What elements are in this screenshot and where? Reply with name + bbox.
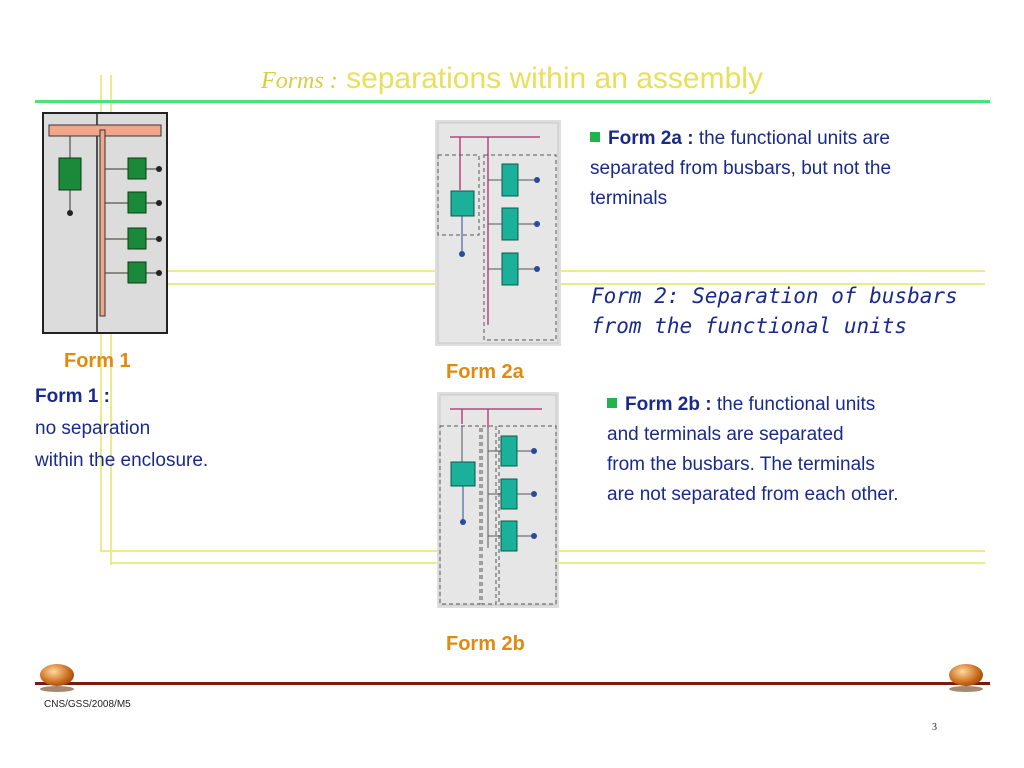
form2b-unit — [488, 435, 537, 467]
form1-diagram — [42, 112, 168, 334]
form2b-line: and terminals are separated — [607, 424, 844, 445]
orb-shadow — [949, 686, 983, 692]
form2b-description: Form 2b : the functional units and termi… — [607, 390, 899, 510]
form2a-unit — [488, 163, 540, 197]
form2a-description: Form 2a : the functional units are separ… — [590, 124, 891, 214]
form1-unit — [105, 191, 162, 214]
form2b-line: are not separated from each other. — [607, 484, 899, 505]
orb-icon — [949, 664, 983, 686]
form2b-diagram — [437, 392, 559, 608]
bullet-icon — [590, 132, 600, 142]
form2b-line: the functional units — [716, 394, 876, 415]
form1-line: no separation — [35, 418, 151, 439]
form1-unit — [105, 157, 162, 180]
form2b-unit — [488, 478, 537, 510]
form2a-label: Form 2a : — [608, 128, 694, 149]
form2a-diagram — [435, 120, 561, 346]
form1-caption: Form 1 — [64, 350, 131, 372]
form2-heading-line: from the functional units — [591, 314, 908, 338]
form2a-caption: Form 2a — [446, 361, 524, 383]
form2a-line: terminals — [590, 188, 668, 209]
form2-heading: Form 2: Separation of busbars from the f… — [591, 281, 958, 341]
form1-label: Form 1 : — [35, 386, 110, 407]
footer-rule — [35, 682, 990, 685]
form2a-unit — [488, 207, 540, 241]
page-number: 3 — [932, 722, 937, 733]
title-rule — [35, 100, 990, 103]
form2-heading-line: Form 2: Separation of busbars — [591, 284, 958, 308]
form1-unit — [105, 227, 162, 250]
title-prefix: Forms : — [261, 68, 338, 94]
footer-code: CNS/GSS/2008/M5 — [44, 699, 131, 710]
form2b-label: Form 2b : — [625, 394, 712, 415]
form1-unit — [105, 261, 162, 284]
bullet-icon — [607, 398, 617, 408]
form2b-line: from the busbars. The terminals — [607, 454, 875, 475]
form1-description: Form 1 : no separation within the enclos… — [35, 381, 208, 477]
orb-icon — [40, 664, 74, 686]
title-main: separations within an assembly — [346, 62, 763, 95]
form2b-unit — [488, 520, 537, 552]
form2a-line: separated from busbars, but not the — [590, 158, 892, 179]
form1-line: within the enclosure. — [35, 450, 209, 471]
orb-shadow — [40, 686, 74, 692]
form2a-unit — [488, 252, 540, 286]
form2b-caption: Form 2b — [446, 633, 525, 655]
slide-title: Forms : separations within an assembly — [0, 62, 1024, 96]
form2a-line: the functional units are — [698, 128, 890, 149]
